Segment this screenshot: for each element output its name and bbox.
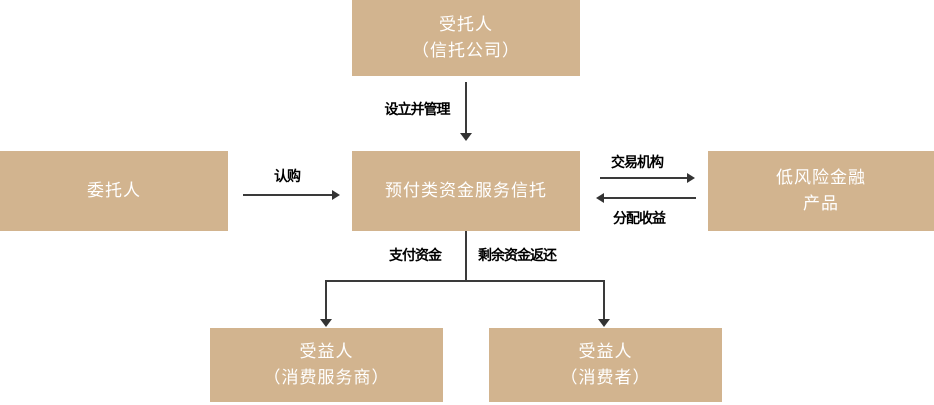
connector-principal-to-trust — [243, 194, 333, 196]
arrow-right-icon — [332, 190, 340, 200]
connector-trust-to-product — [600, 177, 688, 179]
arrow-down-icon — [320, 319, 332, 327]
connector-product-to-trust — [604, 197, 696, 199]
connector-branch-to-merchant — [325, 280, 327, 320]
beneficiary-merchant-label-line2: （消费服务商） — [263, 368, 390, 387]
trustee-label-line2: （信托公司） — [412, 41, 520, 60]
trustee-label-line1: 受托人 — [439, 15, 493, 34]
connector-trustee-to-trust — [465, 82, 467, 134]
edge-label-trade-institution: 交易机构 — [611, 154, 664, 170]
prepaid-trust-label: 预付类资金服务信托 — [385, 181, 547, 200]
arrow-down-icon — [598, 319, 610, 327]
low-risk-product-label-line2: 产品 — [803, 194, 839, 213]
prepaid-trust-box: 预付类资金服务信托 — [352, 151, 580, 231]
low-risk-product-box: 低风险金融 产品 — [708, 151, 934, 231]
connector-trust-branch-stem — [465, 231, 467, 281]
beneficiary-merchant-box: 受益人 （消费服务商） — [210, 328, 443, 402]
beneficiary-merchant-label-line1: 受益人 — [299, 342, 354, 361]
arrow-down-icon — [460, 133, 472, 141]
edge-label-pay-funds: 支付资金 — [389, 247, 442, 263]
principal-box: 委托人 — [0, 151, 228, 231]
trustee-box: 受托人 （信托公司） — [352, 0, 580, 76]
beneficiary-consumer-box: 受益人 （消费者） — [489, 328, 722, 402]
beneficiary-consumer-label-line1: 受益人 — [578, 342, 633, 361]
edge-label-subscribe: 认购 — [274, 168, 301, 184]
edge-label-residual-return: 剩余资金返还 — [478, 247, 557, 263]
connector-branch-to-consumer — [603, 280, 605, 320]
connector-branch-crossbar — [326, 280, 605, 282]
edge-label-distribute-returns: 分配收益 — [613, 210, 666, 226]
beneficiary-consumer-label-line2: （消费者） — [560, 368, 651, 387]
low-risk-product-label-line1: 低风险金融 — [776, 168, 866, 187]
principal-label: 委托人 — [87, 181, 141, 200]
arrow-left-icon — [596, 193, 604, 203]
edge-label-setup-manage: 设立并管理 — [384, 101, 451, 117]
arrow-right-icon — [687, 173, 695, 183]
